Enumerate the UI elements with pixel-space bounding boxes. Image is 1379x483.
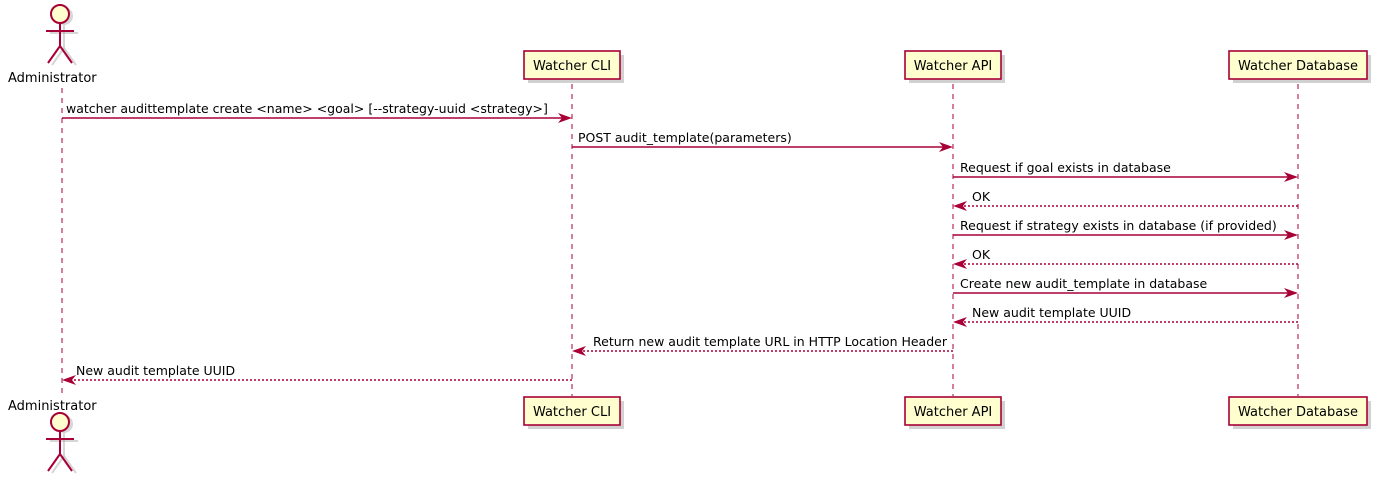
participant-watcher-api-bottom[interactable]: Watcher API xyxy=(904,396,1005,429)
participant-box[interactable] xyxy=(1228,50,1368,80)
message-6: OK xyxy=(953,247,1298,269)
arrow-head-left xyxy=(62,375,76,385)
participant-watcher-cli-top[interactable]: Watcher CLI xyxy=(523,50,624,83)
message-label: OK xyxy=(972,247,991,262)
participant-box[interactable] xyxy=(904,396,1002,426)
message-9: Return new audit template URL in HTTP Lo… xyxy=(572,334,953,356)
message-8: New audit template UUID xyxy=(953,305,1298,327)
message-label: Return new audit template URL in HTTP Lo… xyxy=(593,334,948,349)
message-3: Request if goal exists in database xyxy=(953,160,1298,182)
participant-label-watcher-api: Watcher API xyxy=(914,405,993,420)
participant-box[interactable] xyxy=(523,50,621,80)
arrow-head-right xyxy=(1284,288,1298,298)
message-10: New audit template UUID xyxy=(62,363,572,385)
participant-label-watcher-api: Watcher API xyxy=(914,59,993,74)
message-label: New audit template UUID xyxy=(972,305,1131,320)
message-4: OK xyxy=(953,189,1298,211)
arrow-head-left xyxy=(572,346,586,356)
participant-watcher-cli-bottom[interactable]: Watcher CLI xyxy=(523,396,624,429)
actor-label-administrator-top: Administrator xyxy=(8,71,97,86)
participant-label-watcher-cli: Watcher CLI xyxy=(533,405,611,420)
message-label: New audit template UUID xyxy=(76,363,235,378)
actor-administrator-top xyxy=(46,4,78,66)
arrow-head-left xyxy=(953,317,967,327)
lifelines xyxy=(61,84,1299,396)
arrow-head-left xyxy=(953,259,967,269)
participant-box[interactable] xyxy=(523,396,621,426)
participant-watcher-database-bottom[interactable]: Watcher Database xyxy=(1228,396,1371,429)
participant-box[interactable] xyxy=(1228,396,1368,426)
arrow-head-right xyxy=(939,142,953,152)
message-5: Request if strategy exists in database (… xyxy=(953,218,1298,240)
message-label: POST audit_template(parameters) xyxy=(578,130,792,145)
participant-box[interactable] xyxy=(904,50,1002,80)
message-label: Request if goal exists in database xyxy=(960,160,1171,175)
message-label: watcher audittemplate create <name> <goa… xyxy=(66,101,548,116)
participant-label-watcher-database: Watcher Database xyxy=(1238,405,1358,420)
message-2: POST audit_template(parameters) xyxy=(572,130,953,152)
participant-label-watcher-database: Watcher Database xyxy=(1238,59,1358,74)
arrow-head-right xyxy=(1284,172,1298,182)
participant-label-watcher-cli: Watcher CLI xyxy=(533,59,611,74)
actor-label-administrator-bottom: Administrator xyxy=(8,399,97,414)
participant-watcher-api-top[interactable]: Watcher API xyxy=(904,50,1005,83)
actor-administrator-bottom xyxy=(46,412,78,474)
message-1: watcher audittemplate create <name> <goa… xyxy=(62,101,572,123)
participant-watcher-database-top[interactable]: Watcher Database xyxy=(1228,50,1371,83)
message-label: OK xyxy=(972,189,991,204)
arrow-head-right xyxy=(1284,230,1298,240)
arrow-head-left xyxy=(953,201,967,211)
arrow-head-right xyxy=(558,113,572,123)
message-7: Create new audit_template in database xyxy=(953,276,1298,298)
message-label: Request if strategy exists in database (… xyxy=(960,218,1277,233)
actor-head-icon xyxy=(50,4,70,24)
actor-head-icon xyxy=(50,412,70,432)
message-label: Create new audit_template in database xyxy=(960,276,1207,291)
